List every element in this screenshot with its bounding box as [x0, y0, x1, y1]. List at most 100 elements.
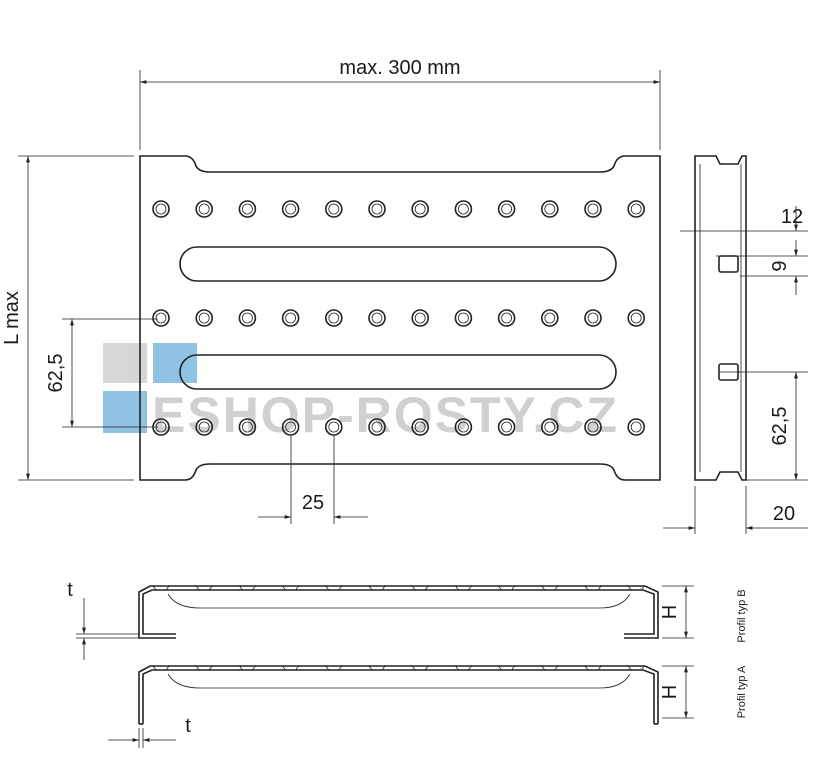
- hole-inner-ring: [155, 203, 167, 215]
- hole: [584, 200, 602, 218]
- hole: [368, 309, 386, 327]
- hole-inner-ring: [155, 312, 167, 324]
- hole-spacing-label: 25: [302, 492, 324, 514]
- profile-b-type-label: Profil typ B: [736, 589, 748, 642]
- hole-inner-ring: [501, 203, 513, 215]
- side-depth-dimension: 20: [663, 486, 808, 534]
- hole: [152, 309, 170, 327]
- profile-tooth: [368, 585, 386, 591]
- profile-tooth: [627, 585, 645, 591]
- hole-inner-ring: [241, 312, 253, 324]
- notch-offset-dimension: 12: [680, 206, 808, 257]
- hole: [368, 418, 386, 436]
- hole-inner-ring: [414, 421, 426, 433]
- profile-tooth: [411, 585, 429, 591]
- profile-tooth: [325, 585, 343, 591]
- hole-inner-ring: [544, 421, 556, 433]
- slot-lower: [179, 354, 617, 390]
- hole: [584, 309, 602, 327]
- profile-tooth: [584, 665, 602, 671]
- hole-inner-ring: [457, 312, 469, 324]
- side-notch-upper: [718, 255, 739, 273]
- profile-a-thickness-label: t: [185, 715, 191, 737]
- profile-tooth: [541, 665, 559, 671]
- hole-inner-ring: [587, 312, 599, 324]
- hole-inner-ring: [328, 203, 340, 215]
- hole: [324, 418, 343, 436]
- hole-inner-ring: [241, 203, 253, 215]
- width-label: max. 300 mm: [339, 57, 460, 79]
- hole: [497, 200, 516, 218]
- hole-inner-ring: [587, 203, 599, 215]
- profile-type-b: H Profil typ B t: [67, 579, 748, 660]
- hole: [497, 309, 516, 327]
- profile-tooth: [455, 665, 472, 671]
- hole: [627, 418, 646, 436]
- hole-inner-ring: [414, 312, 426, 324]
- hole-inner-ring: [544, 312, 556, 324]
- hole: [540, 418, 559, 436]
- hole: [324, 200, 343, 218]
- profile-b-thickness-label: t: [67, 579, 73, 601]
- profile-tooth: [152, 665, 170, 671]
- hole: [324, 309, 343, 327]
- hole-inner-ring: [457, 203, 469, 215]
- profile-tooth: [498, 665, 515, 671]
- hole-inner-ring: [371, 421, 383, 433]
- hole-spacing-dimension: 25: [258, 436, 368, 524]
- side-depth-label: 20: [773, 503, 795, 525]
- hole-inner-ring: [371, 312, 383, 324]
- hole: [540, 309, 559, 327]
- length-label: L max: [1, 291, 23, 345]
- profile-tooth: [411, 665, 429, 671]
- hole: [627, 200, 646, 218]
- profile-tooth: [239, 665, 256, 671]
- profile-tooth: [325, 665, 343, 671]
- profile-tooth: [498, 585, 515, 591]
- hole-inner-ring: [457, 421, 469, 433]
- hole-inner-ring: [285, 203, 297, 215]
- hole: [152, 200, 170, 218]
- hole: [195, 200, 213, 218]
- hole-inner-ring: [501, 421, 513, 433]
- hole-inner-ring: [414, 203, 426, 215]
- hole-inner-ring: [328, 312, 340, 324]
- watermark-square-blue-top: [153, 343, 197, 383]
- hole: [238, 200, 257, 218]
- hole: [454, 309, 473, 327]
- hole-inner-ring: [630, 421, 642, 433]
- hole-inner-ring: [544, 203, 556, 215]
- notch-offset-label: 12: [781, 206, 803, 228]
- profile-tooth: [282, 665, 299, 671]
- profile-tooth: [584, 585, 602, 591]
- profile-tooth: [152, 585, 170, 591]
- hole: [238, 309, 257, 327]
- length-dimension: L max: [1, 155, 134, 481]
- hole-inner-ring: [501, 312, 513, 324]
- hole-grid: [152, 200, 646, 436]
- hole-pitch-dimension: 62,5: [45, 318, 158, 428]
- side-pitch-dimension: 62,5: [720, 371, 808, 481]
- profile-tooth: [195, 665, 213, 671]
- watermark-logo: ESHOP-ROSTY.CZ: [103, 343, 617, 443]
- hole: [281, 418, 300, 436]
- hole: [497, 418, 516, 436]
- hole-inner-ring: [198, 203, 210, 215]
- notch-height-dimension: 9: [740, 240, 808, 295]
- profile-b-height-label: H: [659, 605, 681, 619]
- profile-tooth: [195, 585, 213, 591]
- hole: [281, 200, 300, 218]
- hole-inner-ring: [285, 421, 297, 433]
- hole: [238, 418, 257, 436]
- hole: [368, 200, 386, 218]
- hole: [454, 200, 473, 218]
- hole: [411, 418, 430, 436]
- profile-a-height-label: H: [659, 685, 681, 699]
- hole-inner-ring: [241, 421, 253, 433]
- profile-tooth: [541, 585, 559, 591]
- side-pitch-label: 62,5: [769, 407, 791, 446]
- grating-plate: [139, 155, 661, 481]
- hole-inner-ring: [587, 421, 599, 433]
- hole: [195, 418, 213, 436]
